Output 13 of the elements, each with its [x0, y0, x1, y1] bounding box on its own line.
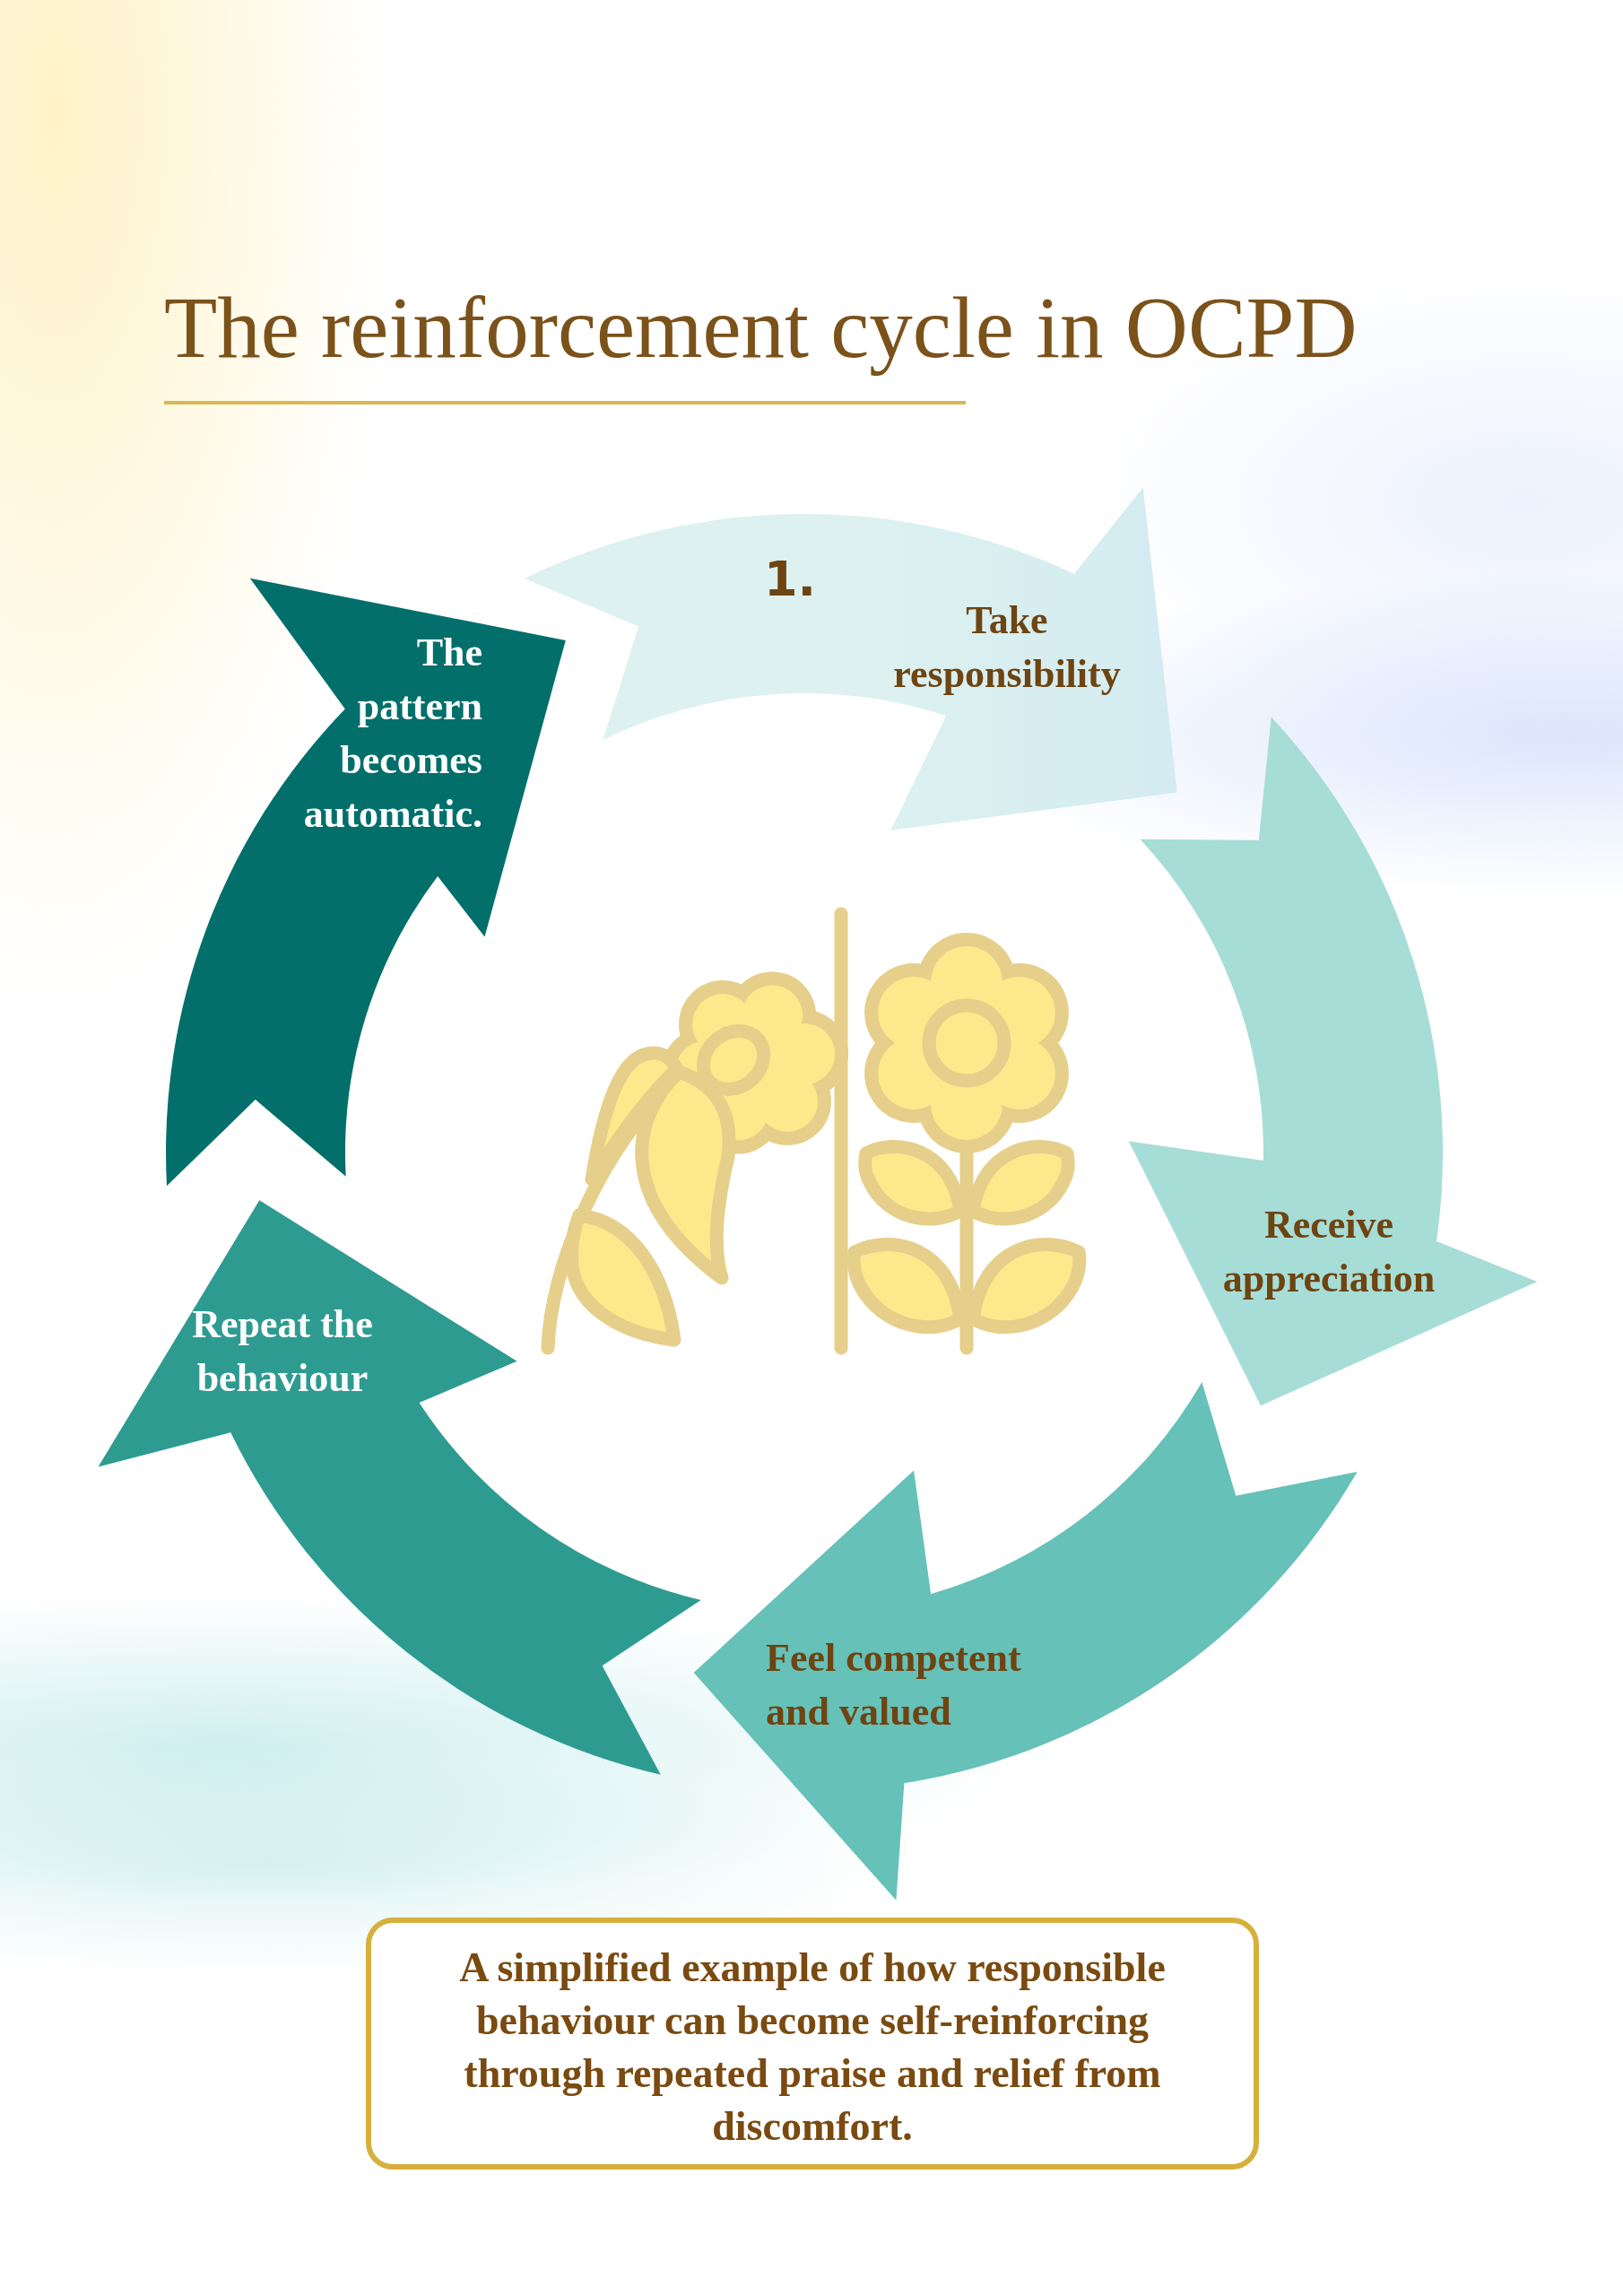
cycle-segment — [1128, 717, 1538, 1406]
caption-panel: A simplified example of how responsible behaviour can become self-reinforcing through repeated praise and relief from discomfort. — [366, 1918, 1259, 2170]
step-label: Repeat the behaviour — [191, 1301, 374, 1402]
step-label: Feel competent and valued — [766, 1635, 1022, 1735]
cycle-segment — [98, 1200, 701, 1775]
title: The reinforcement cycle in OCPD — [164, 282, 1358, 375]
cycle-segment — [166, 578, 566, 1187]
step-label: Take responsibility — [892, 597, 1122, 698]
step-label: Receive appreciation — [1221, 1202, 1436, 1302]
step-label: The pattern becomes automatic. — [302, 630, 482, 838]
cycle-segment — [693, 1382, 1358, 1900]
cycle-segment — [524, 487, 1177, 831]
step-number: 1. — [763, 552, 817, 606]
